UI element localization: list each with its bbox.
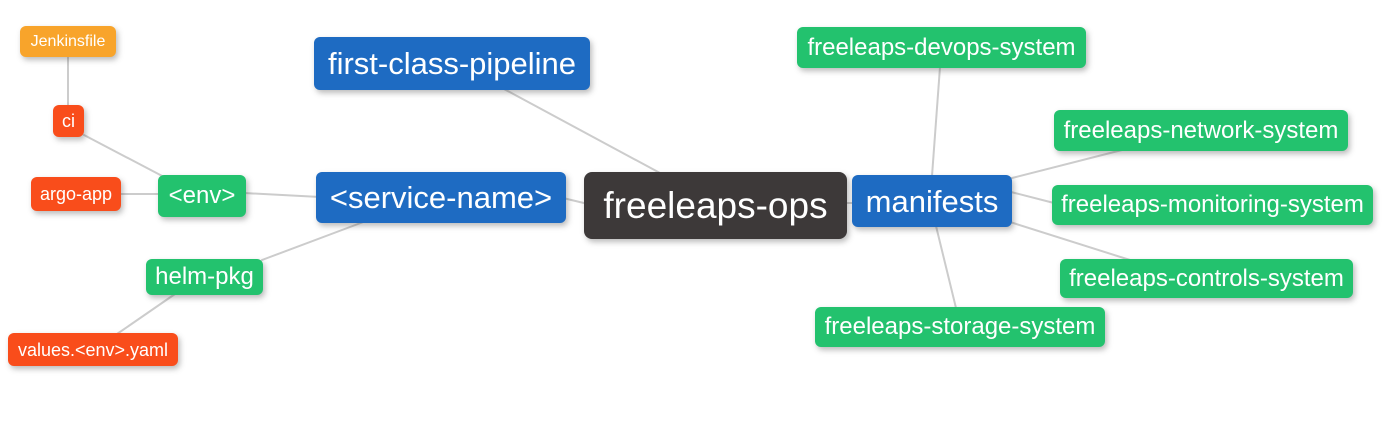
node-ci[interactable]: ci xyxy=(53,105,84,137)
node-freeleaps-ops-root[interactable]: freeleaps-ops xyxy=(584,172,847,239)
node-freeleaps-storage-system[interactable]: freeleaps-storage-system xyxy=(815,307,1105,347)
edge-ci-env xyxy=(83,134,167,179)
node-jenkinsfile[interactable]: Jenkinsfile xyxy=(20,26,116,57)
node-freeleaps-network-system[interactable]: freeleaps-network-system xyxy=(1054,110,1348,151)
node-service-name[interactable]: <service-name> xyxy=(316,172,566,223)
edge-manifests-network-system xyxy=(1011,149,1123,179)
node-argo-app[interactable]: argo-app xyxy=(31,177,121,211)
node-freeleaps-monitoring-system[interactable]: freeleaps-monitoring-system xyxy=(1052,185,1373,225)
edge-manifests-monitoring-system xyxy=(1010,191,1055,204)
edge-service-name-root xyxy=(562,197,589,205)
edge-helm-pkg-service-name xyxy=(261,220,367,261)
edge-env-service-name xyxy=(243,192,321,198)
edge-first-class-pipeline-root xyxy=(503,88,661,174)
node-freeleaps-devops-system[interactable]: freeleaps-devops-system xyxy=(797,27,1086,68)
node-manifests[interactable]: manifests xyxy=(852,175,1012,227)
node-freeleaps-controls-system[interactable]: freeleaps-controls-system xyxy=(1060,259,1353,298)
node-first-class-pipeline[interactable]: first-class-pipeline xyxy=(314,37,590,90)
node-helm-pkg[interactable]: helm-pkg xyxy=(146,259,263,295)
node-env[interactable]: <env> xyxy=(158,175,246,217)
edge-values-env-yaml-helm-pkg xyxy=(116,293,176,335)
node-values-env-yaml[interactable]: values.<env>.yaml xyxy=(8,333,178,366)
edge-manifests-controls-system xyxy=(1009,221,1131,261)
edge-manifests-devops-system xyxy=(931,66,941,177)
edge-manifests-storage-system xyxy=(935,225,957,309)
